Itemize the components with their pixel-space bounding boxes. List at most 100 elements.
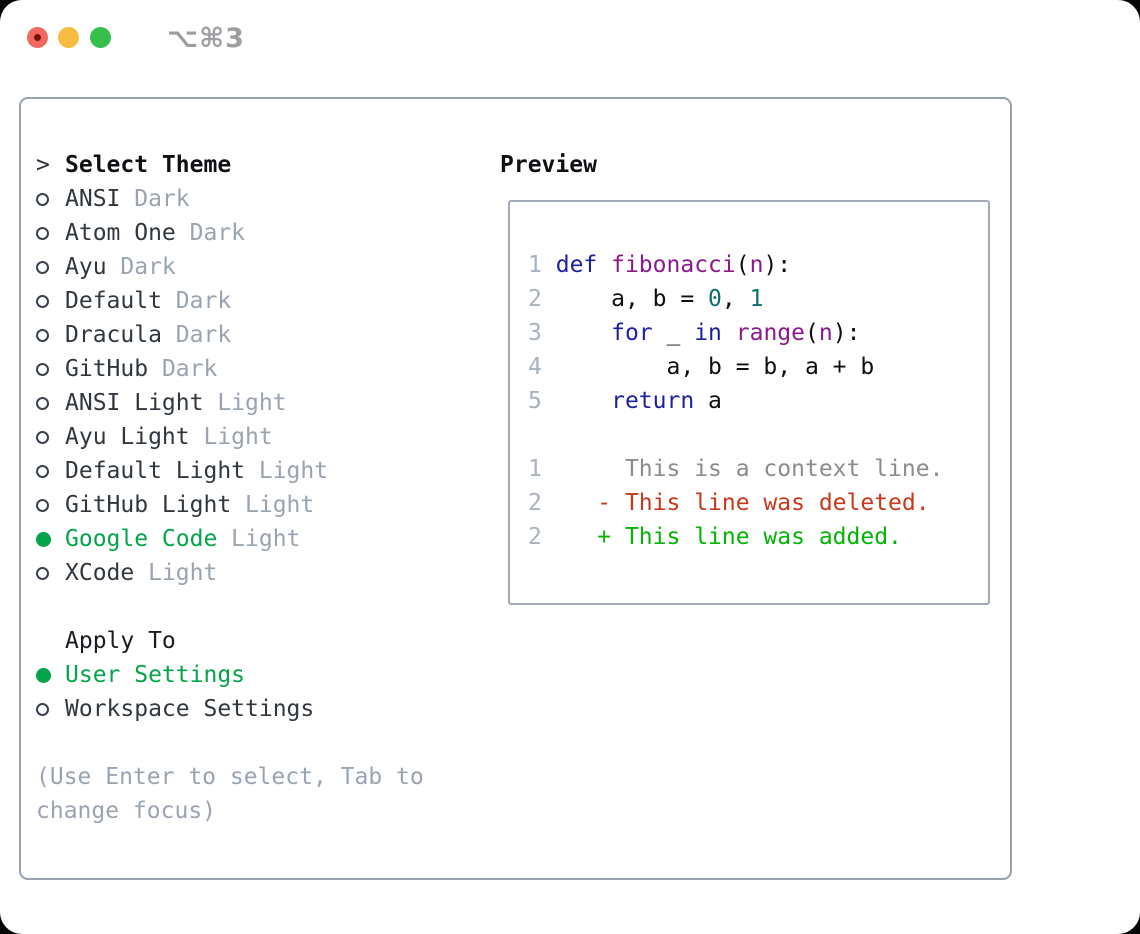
code-token: ( bbox=[735, 252, 750, 278]
select-theme-header: > Select Theme bbox=[36, 148, 476, 182]
minimize-button[interactable] bbox=[58, 27, 79, 48]
line-number: 4 bbox=[528, 354, 542, 380]
code-token: This is a context line. bbox=[555, 456, 944, 482]
theme-variant: Light bbox=[231, 526, 301, 552]
spacer bbox=[36, 590, 476, 624]
theme-name: Google Code bbox=[65, 526, 218, 552]
theme-option-github-dark[interactable]: GitHub Dark bbox=[36, 352, 476, 386]
help-text-line-1: (Use Enter to select, Tab to bbox=[36, 764, 424, 790]
theme-variant: Dark bbox=[161, 356, 218, 382]
theme-variant: Dark bbox=[189, 220, 246, 246]
code-token: a bbox=[694, 388, 722, 414]
theme-option-xcode-light[interactable]: XCode Light bbox=[36, 556, 476, 590]
code-token: _ bbox=[652, 320, 695, 346]
line-number: 2 bbox=[528, 286, 542, 312]
theme-name: GitHub bbox=[65, 356, 149, 382]
theme-variant: Light bbox=[203, 424, 273, 450]
theme-option-ayu-light-light[interactable]: Ayu Light Light bbox=[36, 420, 476, 454]
line-number: 3 bbox=[528, 320, 542, 346]
window-shortcut-label: ⌥⌘3 bbox=[167, 23, 245, 54]
radio-icon bbox=[36, 260, 49, 274]
radio-icon bbox=[36, 430, 49, 444]
theme-variant: Dark bbox=[175, 322, 232, 348]
code-token bbox=[722, 320, 736, 346]
theme-option-google-code-light[interactable]: Google Code Light bbox=[36, 522, 476, 556]
apply-option-user-settings[interactable]: User Settings bbox=[36, 658, 476, 692]
code-token: range bbox=[735, 320, 806, 346]
radio-icon bbox=[36, 498, 49, 512]
theme-variant: Dark bbox=[134, 186, 190, 212]
code-line-blank bbox=[528, 418, 988, 452]
code-token: a, b = b, a + b bbox=[555, 354, 875, 380]
apply-option-workspace-settings[interactable]: Workspace Settings bbox=[36, 692, 476, 726]
theme-variant: Light bbox=[148, 560, 218, 586]
radio-icon bbox=[36, 566, 49, 580]
apply-option-label: User Settings bbox=[65, 662, 246, 688]
code-line: 2 + This line was added. bbox=[528, 520, 988, 554]
theme-option-default-dark[interactable]: Default Dark bbox=[36, 284, 476, 318]
theme-name: Atom One bbox=[65, 220, 176, 246]
code-token: + This line was added. bbox=[555, 524, 902, 550]
line-number: 5 bbox=[528, 388, 542, 414]
theme-option-github-light-light[interactable]: GitHub Light Light bbox=[36, 488, 476, 522]
code-token: , bbox=[721, 286, 750, 312]
theme-variant: Light bbox=[217, 390, 287, 416]
code-token: def bbox=[555, 252, 612, 278]
theme-option-atom-one-dark[interactable]: Atom One Dark bbox=[36, 216, 476, 250]
theme-variant: Light bbox=[245, 492, 315, 518]
theme-name: XCode bbox=[65, 560, 135, 586]
code-token bbox=[556, 388, 611, 414]
select-theme-title: Select Theme bbox=[65, 152, 232, 178]
code-token: for bbox=[611, 320, 653, 346]
theme-name: ANSI Light bbox=[65, 390, 204, 416]
code-line: 1 def fibonacci(n): bbox=[528, 248, 988, 282]
theme-option-ansi-light-light[interactable]: ANSI Light Light bbox=[36, 386, 476, 420]
radio-icon bbox=[36, 702, 49, 716]
radio-icon bbox=[36, 226, 49, 240]
theme-name: ANSI bbox=[65, 186, 121, 212]
code-token: ( bbox=[805, 320, 819, 346]
maximize-button[interactable] bbox=[90, 27, 111, 48]
unsaved-dot-icon bbox=[34, 34, 41, 41]
code-line: 4 a, b = b, a + b bbox=[528, 350, 988, 384]
titlebar: ⌥⌘3 bbox=[0, 0, 1140, 76]
theme-variant: Light bbox=[258, 458, 329, 484]
code-line: 5 return a bbox=[528, 384, 988, 418]
theme-option-ansi-dark[interactable]: ANSI Dark bbox=[36, 182, 476, 216]
apply-to-title: Apply To bbox=[65, 628, 176, 654]
radio-selected-icon bbox=[36, 531, 51, 547]
code-token bbox=[556, 320, 611, 346]
line-number: 1 bbox=[528, 252, 542, 278]
theme-name: GitHub Light bbox=[65, 492, 232, 518]
theme-variant: Dark bbox=[175, 288, 232, 314]
theme-variant: Dark bbox=[120, 254, 176, 280]
line-number: 2 bbox=[528, 524, 542, 550]
line-number: 2 bbox=[528, 490, 542, 516]
code-token: n bbox=[818, 320, 833, 346]
spacer bbox=[36, 726, 476, 760]
preview-title: Preview bbox=[500, 152, 597, 178]
code-token: ): bbox=[832, 320, 861, 346]
code-token: a, b = bbox=[555, 286, 709, 312]
prompt-caret: > bbox=[36, 152, 50, 178]
code-token: in bbox=[694, 320, 722, 346]
radio-icon bbox=[36, 192, 49, 206]
code-token: return bbox=[611, 388, 695, 414]
apply-to-header: Apply To bbox=[36, 624, 476, 658]
theme-name: Ayu Light bbox=[65, 424, 190, 450]
theme-name: Default bbox=[65, 288, 162, 314]
code-token: 0 bbox=[708, 286, 722, 312]
close-button[interactable] bbox=[27, 27, 48, 48]
apply-option-label: Workspace Settings bbox=[65, 696, 315, 722]
help-text-line-2: change focus) bbox=[36, 798, 217, 824]
radio-icon bbox=[36, 294, 49, 308]
